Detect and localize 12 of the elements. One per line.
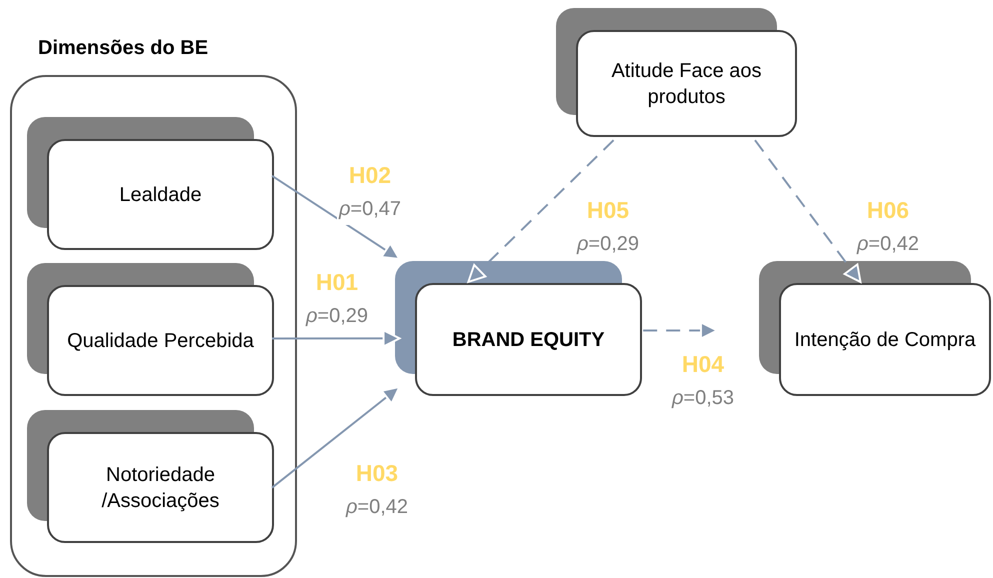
arrow xyxy=(271,386,400,488)
arrow xyxy=(272,329,401,348)
dashed-arrow xyxy=(643,322,718,340)
rounded-box: Qualidade Percebida xyxy=(47,285,274,396)
dashed-arrow xyxy=(467,140,614,283)
central-box: BRAND EQUITY xyxy=(415,283,642,396)
rounded-box: Lealdade xyxy=(47,139,274,250)
rounded-box: Intenção de Compra xyxy=(779,283,991,396)
dashed-arrow xyxy=(754,140,862,283)
group-heading: Dimensões do BE xyxy=(38,36,208,61)
rounded-box: Atitude Face aos produtos xyxy=(576,30,797,137)
rounded-box: Notoriedade /Associações xyxy=(47,432,274,543)
